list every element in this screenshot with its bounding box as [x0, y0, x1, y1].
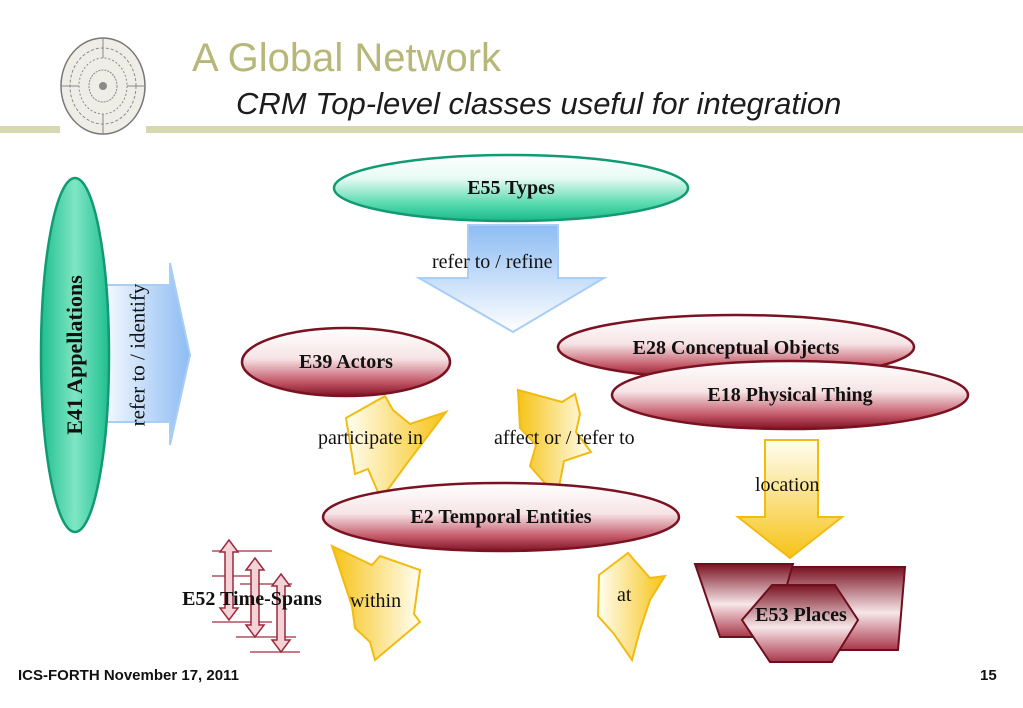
slide-subtitle: CRM Top-level classes useful for integra…: [236, 86, 842, 121]
within-arrow: [330, 544, 422, 662]
affect-arrow: [516, 388, 593, 500]
phaistos-disc-logo: [60, 37, 146, 135]
affect-label: affect or / refer to: [494, 427, 635, 449]
e39-actors-label: E39 Actors: [299, 351, 393, 373]
slide-title: A Global Network: [192, 36, 502, 80]
refer-refine-arrow: [415, 224, 608, 334]
e2-temporal-entities-node: [321, 481, 681, 553]
e18-physical-thing-label: E18 Physical Thing: [707, 384, 873, 406]
e39-actors-node: [240, 326, 452, 398]
header-rule-left: [0, 126, 60, 133]
places-shape-icon: [693, 563, 907, 663]
within-label: within: [350, 590, 402, 612]
e52-time-spans-label: E52 Time-Spans: [182, 588, 322, 610]
footer-date: ICS-FORTH November 17, 2011: [18, 667, 239, 684]
participate-arrow: [344, 394, 449, 502]
time-span-arrows-icon: [212, 538, 300, 654]
refer-identify-label: refer to / identify: [125, 283, 150, 427]
location-arrow: [735, 439, 845, 560]
at-label: at: [617, 584, 632, 606]
refer-refine-label: refer to / refine: [432, 251, 553, 273]
at-arrow: [596, 551, 667, 663]
e55-types-label: E55 Types: [467, 177, 555, 199]
e41-appellations-label: E41 Appellations: [62, 275, 87, 435]
page-number: 15: [980, 667, 997, 684]
e28-conceptual-objects-label: E28 Conceptual Objects: [632, 337, 840, 359]
e41-appellations-node: [39, 176, 111, 534]
e18-physical-thing-node: [610, 359, 970, 431]
header-rule-right: [146, 126, 1023, 133]
participate-label: participate in: [318, 427, 423, 449]
e2-temporal-entities-label: E2 Temporal Entities: [410, 506, 592, 528]
refer-identify-arrow: [95, 262, 192, 446]
e53-places-label: E53 Places: [755, 604, 847, 626]
e55-types-node: [332, 153, 690, 223]
location-label: location: [755, 474, 820, 496]
